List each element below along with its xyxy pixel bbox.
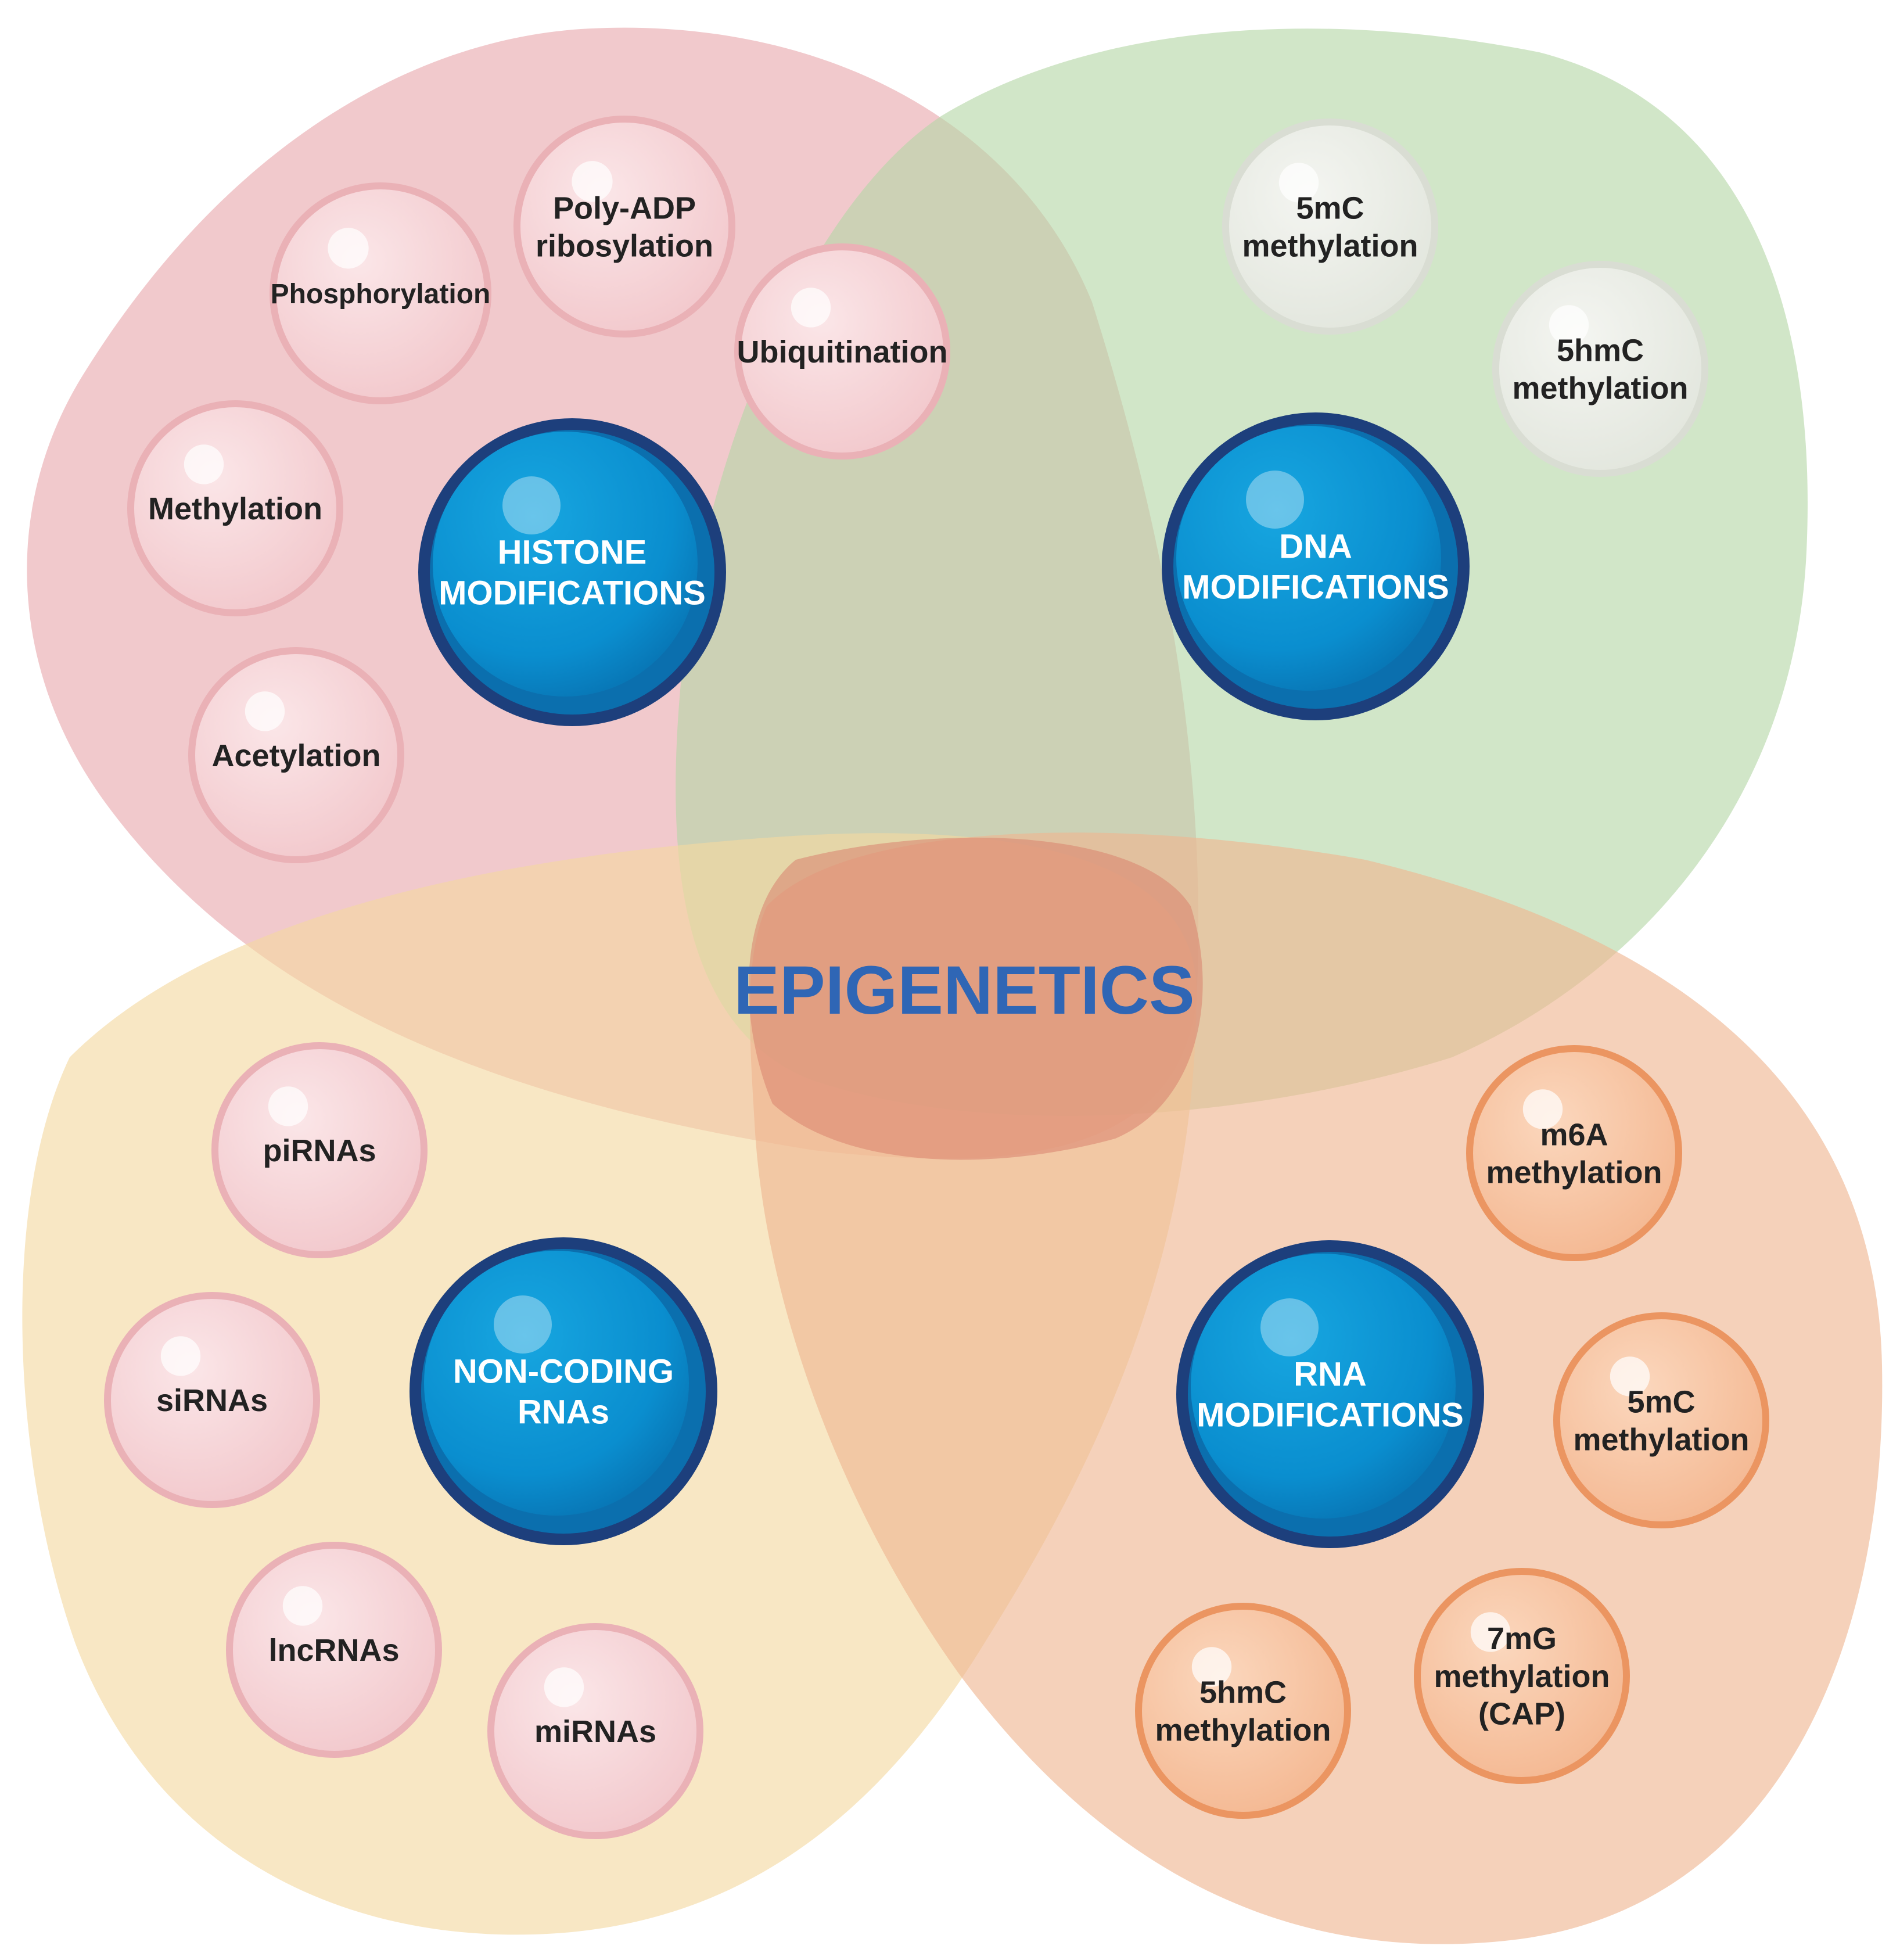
bubble-highlight [544,1667,584,1707]
bubble-rna-2-label-line-2: (CAP) [1478,1697,1565,1732]
bubble-circle [513,116,735,338]
bubble-histone-2: Ubiquitination [734,243,950,460]
bubble-highlight [1278,163,1319,203]
bubble-circle [127,400,343,616]
bubble-circle [211,1042,428,1258]
hub-core [433,432,698,697]
hub-rna-label-line-1: MODIFICATIONS [1197,1396,1464,1434]
bubble-noncoding-1-label-line-0: siRNAs [156,1383,268,1418]
bubble-histone-1-label-line-0: Poly-ADP [553,191,696,226]
diagram-title: EPIGENETICS [734,952,1194,1029]
bubble-circle [1222,119,1438,335]
bubble-circle [270,182,491,404]
bubble-noncoding-1: siRNAs [104,1292,320,1508]
bubble-highlight [1549,305,1589,345]
hub-histone-label-line-1: MODIFICATIONS [439,574,706,612]
bubble-noncoding-2: lncRNAs [226,1542,442,1758]
bubble-histone-0: Phosphorylation [270,182,491,404]
bubble-rna-1-label-line-0: 5mC [1627,1385,1695,1420]
center-overlap [749,837,1203,1160]
bubble-circle [226,1542,442,1758]
bubble-dna-0-label-line-1: methylation [1242,228,1418,263]
hub-rna-label-line-0: RNA [1294,1355,1367,1393]
bubble-highlight [282,1586,323,1626]
hub-noncoding-label-line-0: NON-CODING [453,1352,674,1390]
bubble-highlight [184,444,224,484]
bubble-circle [487,1623,703,1839]
bubble-highlight [160,1336,201,1376]
hub-highlight [1246,471,1304,529]
bubble-histone-4: Acetylation [188,647,404,863]
bubble-circle [734,243,950,460]
hub-highlight [502,476,561,534]
bubble-rna-0-label-line-1: methylation [1486,1155,1662,1190]
bubble-highlight [1470,1612,1511,1652]
bubble-circle [1553,1312,1769,1528]
bubble-noncoding-2-label-line-0: lncRNAs [268,1633,399,1668]
bubble-noncoding-0: piRNAs [211,1042,428,1258]
bubble-rna-1-label-line-1: methylation [1573,1422,1749,1457]
bubble-highlight [791,288,831,328]
hub-highlight [494,1295,552,1354]
bubble-histone-0-label-line-0: Phosphorylation [271,279,491,310]
bubble-circle [1466,1045,1682,1261]
bubble-circle [1492,261,1708,477]
hub-dna-label-line-0: DNA [1279,527,1352,565]
bubble-noncoding-0-label-line-0: piRNAs [263,1133,376,1168]
hub-dna-label-line-1: MODIFICATIONS [1182,568,1449,606]
bubble-rna-3-label-line-1: methylation [1155,1713,1331,1747]
bubble-highlight [328,228,369,269]
bubble-circle [1414,1568,1630,1784]
bubble-histone-1-label-line-1: ribosylation [536,228,713,263]
bubble-circle [1135,1603,1351,1819]
hub-core [1191,1254,1456,1519]
hub-noncoding-label-line-1: RNAs [518,1393,609,1431]
bubbles-rna: m6Amethylation5mCmethylation7mGmethylati… [1135,1045,1769,1819]
bubble-rna-0-label-line-0: m6A [1540,1118,1608,1153]
hub-core [424,1251,689,1516]
bubble-highlight [1522,1089,1563,1129]
hub-histone-label-line-0: HISTONE [498,533,647,571]
hub-core [1176,426,1441,691]
bubble-highlight [268,1086,308,1126]
bubble-highlight [572,161,613,202]
bubble-histone-4-label-line-0: Acetylation [211,738,380,773]
bubble-highlight [1610,1356,1650,1397]
bubble-circle [104,1292,320,1508]
bubble-highlight [1191,1647,1232,1687]
bubbles-noncoding: piRNAs siRNAs lncRNAs miRNAs [104,1042,703,1839]
bubble-rna-2-label-line-0: 7mG [1487,1621,1557,1656]
bubble-rna-2-label-line-1: methylation [1434,1659,1610,1694]
bubble-noncoding-3: miRNAs [487,1623,703,1839]
bubble-histone-3-label-line-0: Methylation [148,491,322,526]
bubble-histone-2-label-line-0: Ubiquitination [737,335,948,369]
bubble-dna-0-label-line-0: 5mC [1296,191,1364,226]
bubble-highlight [245,691,285,731]
bubble-histone-3: Methylation [127,400,343,616]
bubble-dna-1-label-line-1: methylation [1512,371,1688,405]
bubble-rna-3-label-line-0: 5hmC [1199,1675,1287,1710]
bubbles-histone: PhosphorylationPoly-ADPribosylationUbiqu… [127,116,950,863]
hub-highlight [1260,1298,1319,1356]
bubble-circle [188,647,404,863]
bubble-noncoding-3-label-line-0: miRNAs [534,1714,656,1749]
bubble-dna-1-label-line-0: 5hmC [1557,333,1644,368]
